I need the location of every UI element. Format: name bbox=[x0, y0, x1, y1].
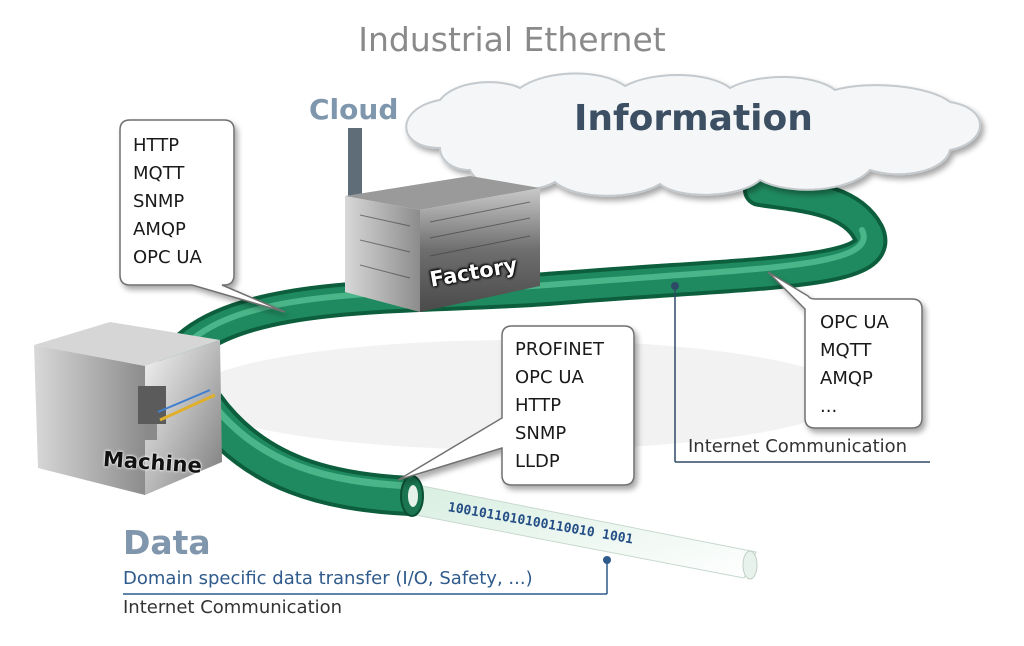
bubble-right-list: OPC UA MQTT AMQP ... bbox=[820, 309, 889, 421]
protocol-item: HTTP bbox=[515, 395, 562, 416]
leader-right bbox=[671, 282, 930, 463]
machine-block bbox=[34, 322, 222, 495]
protocol-item: OPC UA bbox=[133, 247, 202, 268]
factory-block bbox=[345, 128, 540, 312]
protocol-item: LLDP bbox=[515, 451, 560, 472]
protocol-item: ... bbox=[820, 396, 838, 417]
cloud-label: Cloud bbox=[309, 93, 399, 126]
protocol-item: OPC UA bbox=[515, 367, 584, 388]
data-title: Data bbox=[123, 523, 211, 562]
internet-communication-caption: Internet Communication bbox=[688, 436, 908, 457]
data-caption: Internet Communication bbox=[123, 597, 343, 618]
protocol-item: MQTT bbox=[133, 163, 185, 184]
cloud-shape bbox=[405, 72, 981, 197]
protocol-item: AMQP bbox=[133, 219, 186, 240]
protocol-item: SNMP bbox=[515, 423, 567, 444]
bubble-middle-list: PROFINET OPC UA HTTP SNMP LLDP bbox=[515, 336, 604, 476]
information-label: Information bbox=[574, 98, 813, 139]
bubble-top-left-list: HTTP MQTT SNMP AMQP OPC UA bbox=[133, 132, 202, 272]
leader-data bbox=[123, 556, 611, 595]
protocol-item: HTTP bbox=[133, 135, 180, 156]
bubble-middle bbox=[397, 325, 635, 486]
bubble-top-left bbox=[119, 119, 286, 313]
protocol-item: PROFINET bbox=[515, 339, 605, 360]
protocol-item: MQTT bbox=[820, 340, 872, 361]
data-subtitle: Domain specific data transfer (I/O, Safe… bbox=[123, 568, 533, 589]
protocol-item: SNMP bbox=[133, 191, 185, 212]
ethernet-cable bbox=[158, 173, 888, 517]
protocol-item: AMQP bbox=[820, 368, 873, 389]
diagram-title: Industrial Ethernet bbox=[358, 20, 666, 59]
bubble-right bbox=[767, 271, 923, 429]
protocol-item: OPC UA bbox=[820, 312, 889, 333]
